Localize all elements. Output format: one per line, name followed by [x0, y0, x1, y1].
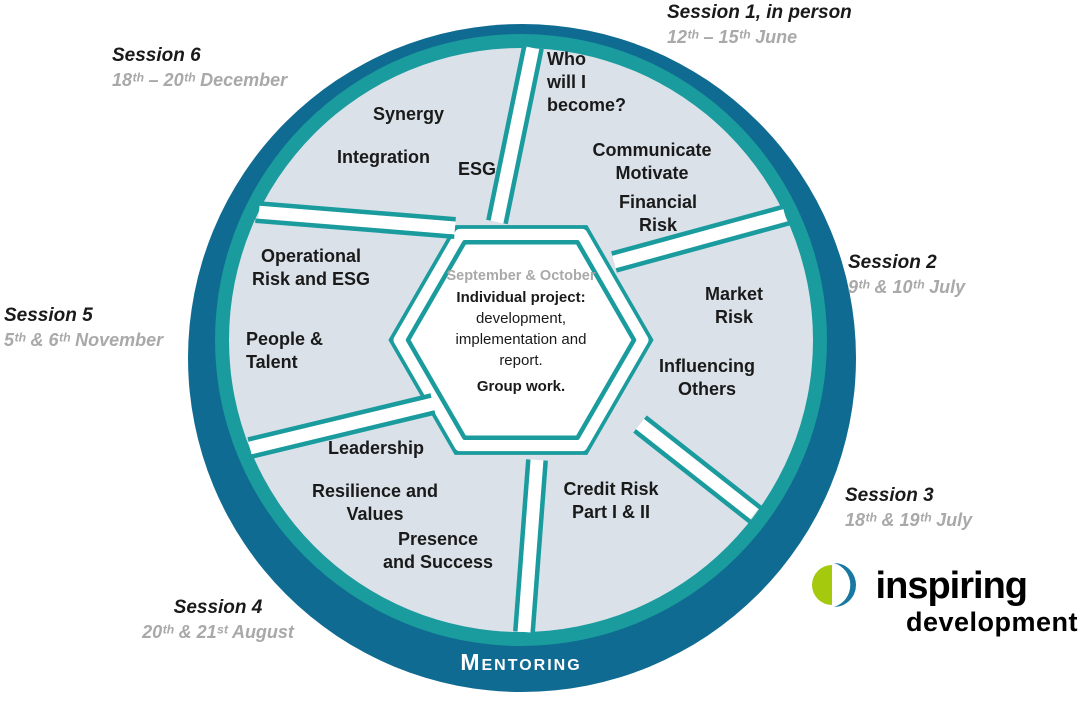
center-period: September & October: [446, 268, 596, 284]
session-title: Session 3: [845, 485, 934, 506]
topic-operational-risk-esg: Operational Risk and ESG: [251, 246, 371, 289]
session-2-label: Session 2 9ᵗʰ & 10ᵗʰ July: [848, 252, 965, 298]
gap-white-stripe: [258, 205, 456, 235]
center-project-body: development, implementation and report.: [455, 310, 587, 369]
session-3-label: Session 3 18ᵗʰ & 19ᵗʰ July: [845, 485, 972, 531]
session-title: Session 6: [112, 45, 201, 66]
center-hexagon: [405, 239, 637, 441]
session-date: 5ᵗʰ & 6ᵗʰ November: [4, 330, 164, 350]
topic-communicate-motivate: Communicate Motivate: [592, 140, 712, 183]
session-1-label: Session 1, in person 12ᵗʰ – 15ᵗʰ June: [667, 2, 852, 48]
gap-white-stripe: [490, 46, 540, 224]
session-title: Session 1, in person: [667, 2, 852, 23]
gap-teal-edge: [615, 220, 793, 273]
gap-teal-edge: [633, 429, 753, 525]
topic-resilience-values: Resilience and Values: [311, 481, 439, 524]
topic-integration: Integration: [337, 147, 430, 167]
session-date: 18ᵗʰ – 20ᵗʰ December: [112, 70, 288, 90]
topic-synergy: Synergy: [373, 104, 445, 124]
inspiring-development-logo: inspiring development: [812, 563, 1078, 638]
blade-gap-bottom: [513, 459, 548, 633]
blade-gap-lower-right: [633, 415, 764, 525]
topic-esg: ESG: [458, 159, 497, 179]
gap-white-stripe: [248, 397, 435, 455]
blade-inner-edges: [388, 225, 654, 455]
session-date: 18ᵗʰ & 19ᵗʰ July: [845, 510, 973, 530]
session-5-label: Session 5 5ᵗʰ & 6ᵗʰ November: [4, 305, 163, 351]
gap-teal-edge: [247, 393, 432, 442]
topic-market-risk: Market Risk: [704, 284, 764, 327]
session-title: Session 5: [4, 305, 93, 326]
blade-gap-top: [486, 44, 544, 225]
gap-teal-edge: [611, 203, 789, 256]
gap-teal-edge: [256, 201, 456, 222]
gap-teal-edge: [644, 415, 764, 511]
topic-credit-risk: Credit Risk Part I & II: [563, 479, 659, 522]
session-4-label: Session 4 20ᵗʰ & 21ˢᵗ August: [128, 597, 308, 643]
gap-teal-edge: [251, 410, 436, 459]
gap-white-stripe: [612, 208, 787, 269]
center-project-text: September & October Individual project: …: [411, 266, 631, 397]
logo-word-development: development: [905, 607, 1078, 637]
session-6-label: Session 6 18ᵗʰ – 20ᵗʰ December: [112, 45, 287, 91]
gap-teal-edge: [513, 459, 531, 632]
session-title: Session 2: [848, 252, 937, 273]
session-title: Session 4: [173, 597, 263, 618]
topic-who-will-i-become: Who will I become?: [547, 49, 627, 115]
blade-gap-upper-left: [255, 201, 456, 239]
gap-teal-edge: [255, 218, 455, 239]
gap-teal-edge: [486, 44, 527, 221]
topic-influencing-others: Influencing Others: [659, 356, 755, 399]
center-group-work: Group work.: [476, 378, 566, 395]
center-project-title: Individual project:: [456, 289, 586, 306]
session-date: 12ᵗʰ – 15ᵗʰ June: [667, 27, 798, 47]
gap-teal-edge: [530, 460, 548, 633]
session-date: 9ᵗʰ & 10ᵗʰ July: [848, 277, 966, 297]
mentoring-label: Mentoring: [460, 649, 582, 675]
topic-financial-risk: Financial Risk: [618, 192, 698, 235]
topic-leadership: Leadership: [328, 438, 425, 458]
logo-mark-icon: [812, 563, 1078, 609]
session-date: 20ᵗʰ & 21ˢᵗ August: [142, 622, 294, 642]
gap-white-stripe: [635, 418, 759, 520]
blade-gap-lower-left: [247, 393, 436, 459]
logo-word-inspiring: inspiring: [875, 564, 1028, 607]
gap-white-stripe: [517, 459, 544, 633]
topic-presence-success: Presence and Success: [382, 529, 494, 572]
blade-gap-upper-right: [611, 203, 793, 273]
topic-people-talent: People & Talent: [246, 329, 324, 372]
gap-teal-edge: [503, 48, 544, 225]
